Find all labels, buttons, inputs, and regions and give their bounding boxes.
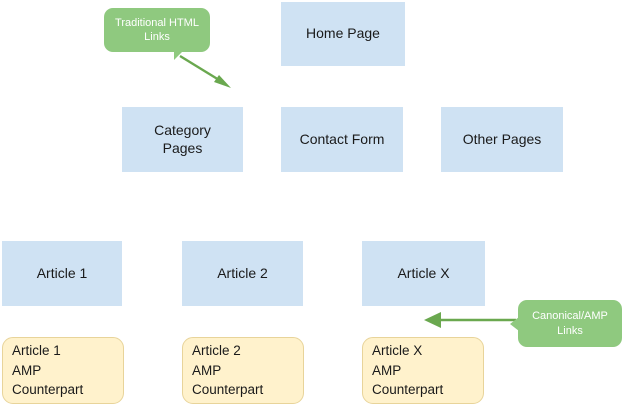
node-contact-form[interactable]: Contact Form bbox=[281, 107, 403, 172]
node-category-pages[interactable]: Category Pages bbox=[122, 107, 243, 172]
callout-tail-icon bbox=[510, 317, 519, 331]
node-article-x-amp-counterpart[interactable]: Article X AMP Counterpart bbox=[362, 337, 484, 404]
callout-tail-icon bbox=[174, 51, 183, 60]
node-home-page[interactable]: Home Page bbox=[281, 2, 405, 66]
arrow-canonical-amp-links bbox=[424, 312, 516, 328]
node-other-pages[interactable]: Other Pages bbox=[441, 107, 563, 172]
callout-traditional-html-links[interactable]: Traditional HTML Links bbox=[104, 8, 210, 60]
node-article-1-amp-counterpart[interactable]: Article 1 AMP Counterpart bbox=[2, 337, 124, 404]
arrow-traditional-html-links bbox=[179, 54, 231, 88]
callout-canonical-amp-links[interactable]: Canonical/AMP Links bbox=[510, 300, 622, 347]
node-article-1[interactable]: Article 1 bbox=[2, 241, 122, 306]
callout-canonical-amp-links-label: Canonical/AMP Links bbox=[532, 310, 608, 337]
callout-traditional-html-links-label: Traditional HTML Links bbox=[115, 16, 199, 43]
node-article-2[interactable]: Article 2 bbox=[182, 241, 303, 306]
node-article-x[interactable]: Article X bbox=[362, 241, 485, 306]
node-article-2-amp-counterpart[interactable]: Article 2 AMP Counterpart bbox=[182, 337, 304, 404]
